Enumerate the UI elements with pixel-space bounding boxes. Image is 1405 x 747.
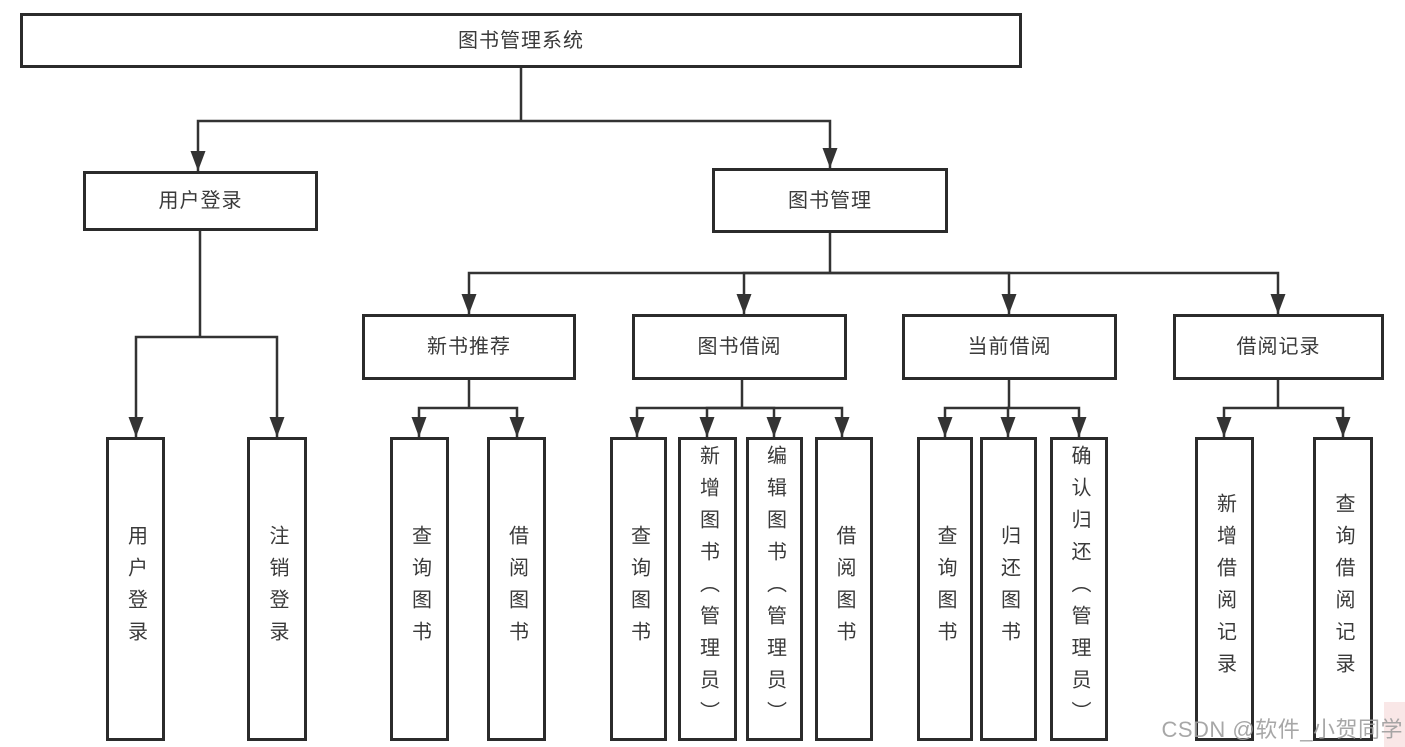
leaf-query-borrow-record: 查询借阅记录 [1313,437,1373,741]
leaf-user-login: 用户登录 [106,437,165,741]
node-label: 查询图书 [934,525,956,653]
node-label: 查询图书 [408,525,431,653]
edge-to-leaf-logout [200,335,285,437]
node-label: 图书管理 [788,189,872,212]
leaf-query-books-recommend: 查询图书 [390,437,449,741]
node-label: 借阅图书 [505,525,528,653]
edge-to-leaf-query-books-3 [937,406,1009,437]
node-label: 借阅图书 [833,525,855,653]
node-current-borrowing: 当前借阅 [902,314,1117,380]
node-label: 归还图书 [997,525,1020,653]
node-book-borrowing: 图书借阅 [632,314,847,380]
edge-root-to-user-login [190,119,521,171]
node-user-login: 用户登录 [83,171,318,231]
edge-to-leaf-query-record [1278,406,1351,437]
node-label: 借阅记录 [1236,336,1321,358]
leaf-add-books-admin: 新增图书（管理员） [678,437,737,741]
node-label: 新增图书（管理员） [696,445,719,733]
leaf-confirm-return-admin: 确认归还（管理员） [1050,437,1108,741]
edge-to-leaf-return-books [1000,406,1016,437]
edge-root-to-book-management [521,119,838,168]
edge-to-book-borrowing [736,271,830,314]
edge-to-new-book-recommend [461,271,830,314]
node-label: 查询图书 [627,525,650,653]
leaf-query-books-current: 查询图书 [917,437,973,741]
node-label: 新书推荐 [427,336,511,358]
node-label: 查询借阅记录 [1332,493,1354,685]
edge-to-leaf-edit-books [742,406,782,437]
csdn-watermark: CSDN @软件_小贺同学 [1161,717,1403,742]
node-label: 注销登录 [266,525,288,653]
node-label: 用户登录 [158,190,243,212]
leaf-borrow-books-recommend: 借阅图书 [487,437,546,741]
node-book-management-system: 图书管理系统 [20,13,1022,68]
edge-to-leaf-borrow-books-2 [742,406,850,437]
edge-to-current-borrowing [830,271,1017,314]
node-label: 用户登录 [124,525,147,653]
node-label: 图书管理系统 [458,29,584,52]
edge-to-leaf-user-login [128,335,200,437]
edge-to-leaf-query-books-2 [629,406,742,437]
leaf-return-books: 归还图书 [980,437,1037,741]
leaf-add-borrow-record: 新增借阅记录 [1195,437,1254,741]
watermark-pink-patch [1384,702,1405,747]
edge-to-leaf-add-record [1216,406,1278,437]
edge-to-borrowing-records [830,271,1286,314]
edge-to-leaf-add-books [699,406,742,437]
node-label: 确认归还（管理员） [1068,445,1090,733]
node-new-book-recommend: 新书推荐 [362,314,576,380]
node-borrowing-records: 借阅记录 [1173,314,1384,380]
edge-to-leaf-borrow-books-1 [469,406,525,437]
node-label: 编辑图书（管理员） [763,445,786,733]
leaf-edit-books-admin: 编辑图书（管理员） [746,437,803,741]
leaf-logout: 注销登录 [247,437,307,741]
node-label: 新增借阅记录 [1213,493,1236,685]
leaf-borrow-books-borrowing: 借阅图书 [815,437,873,741]
edge-to-leaf-query-books-1 [411,406,469,437]
node-label: 当前借阅 [967,336,1052,358]
node-label: 图书借阅 [697,336,782,358]
leaf-query-books-borrowing: 查询图书 [610,437,667,741]
node-book-management: 图书管理 [712,168,948,233]
edge-to-leaf-confirm-return [1009,406,1087,437]
